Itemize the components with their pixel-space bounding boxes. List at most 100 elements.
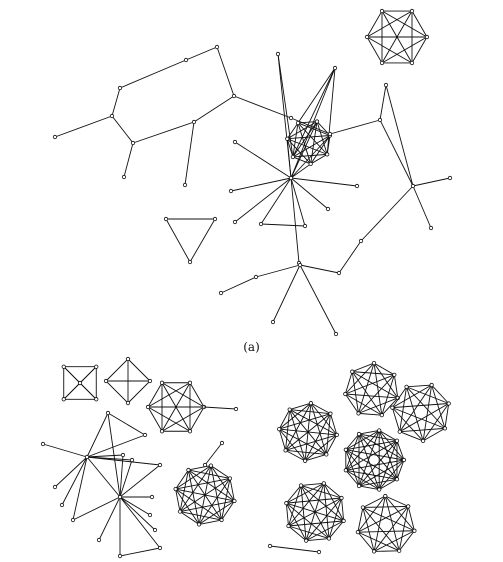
edge — [105, 380, 129, 404]
edge — [189, 382, 205, 408]
edge — [373, 530, 415, 552]
edge — [396, 440, 405, 461]
clique-right-2 — [390, 382, 451, 444]
edge — [290, 135, 331, 179]
edge — [326, 67, 336, 155]
edge — [286, 138, 328, 155]
edge — [119, 496, 156, 531]
node — [333, 331, 339, 337]
edge — [119, 454, 124, 498]
edge — [79, 382, 97, 400]
edge — [278, 413, 331, 430]
edge — [288, 525, 307, 542]
edge — [269, 545, 320, 553]
edge — [292, 153, 328, 158]
node — [283, 448, 288, 453]
edge — [278, 428, 286, 451]
edge — [189, 406, 205, 432]
node — [406, 504, 411, 509]
edge — [132, 121, 195, 144]
central-cluster — [228, 51, 360, 266]
tree-structure — [52, 44, 453, 337]
node — [298, 483, 304, 488]
edge — [406, 386, 446, 429]
edge — [406, 386, 450, 404]
edge — [289, 409, 306, 462]
clique-right-5 — [284, 481, 346, 543]
edge — [286, 138, 294, 158]
edge — [210, 465, 231, 479]
edge — [127, 380, 151, 404]
node — [142, 432, 148, 438]
edge — [330, 413, 338, 436]
node — [379, 8, 385, 14]
edge — [323, 482, 342, 499]
node — [288, 115, 294, 121]
edge — [290, 177, 300, 264]
edge — [285, 434, 338, 451]
node — [394, 438, 400, 443]
node — [350, 369, 355, 374]
edge — [379, 119, 414, 187]
node — [96, 537, 102, 543]
edge — [285, 409, 291, 451]
edge — [300, 482, 325, 486]
node — [183, 57, 189, 63]
edge — [358, 459, 405, 487]
clique-right-6 — [355, 493, 417, 554]
node — [105, 410, 111, 416]
node — [258, 221, 264, 227]
node — [117, 494, 123, 500]
edge — [345, 449, 380, 490]
node — [277, 427, 282, 432]
edge — [98, 496, 121, 541]
node — [129, 457, 135, 463]
edge — [411, 10, 428, 38]
node — [336, 270, 342, 276]
pendant-edge — [202, 440, 225, 468]
edge — [357, 505, 409, 533]
edge — [107, 412, 121, 498]
node — [442, 426, 448, 431]
edge — [373, 362, 395, 376]
edge — [345, 469, 360, 487]
edge — [119, 547, 161, 557]
node — [232, 219, 238, 225]
edge — [373, 550, 400, 552]
edge — [297, 122, 331, 136]
edge — [290, 117, 331, 135]
edge — [378, 459, 405, 490]
edge — [357, 530, 415, 533]
edge — [351, 371, 399, 399]
node — [227, 476, 233, 481]
clique-right-1 — [343, 360, 400, 418]
edge — [351, 371, 359, 414]
node — [196, 522, 202, 527]
node — [343, 468, 348, 473]
edge — [278, 409, 291, 430]
edge — [198, 477, 231, 525]
edge — [344, 393, 399, 399]
edge — [230, 177, 292, 192]
node — [288, 175, 294, 181]
edge — [277, 53, 294, 158]
edge — [187, 469, 231, 479]
edge — [407, 505, 415, 532]
node — [157, 462, 163, 468]
edge — [378, 430, 398, 480]
node — [324, 452, 329, 457]
edge — [290, 177, 358, 187]
node — [61, 397, 66, 402]
edge — [406, 386, 424, 442]
node — [103, 378, 109, 384]
edge — [184, 121, 195, 186]
node — [379, 413, 384, 418]
node — [392, 372, 397, 377]
edge — [384, 495, 415, 532]
edge — [54, 456, 88, 488]
node — [267, 543, 273, 549]
edge — [304, 413, 331, 462]
edge — [422, 384, 433, 442]
edge — [255, 264, 301, 278]
edge — [86, 456, 133, 461]
